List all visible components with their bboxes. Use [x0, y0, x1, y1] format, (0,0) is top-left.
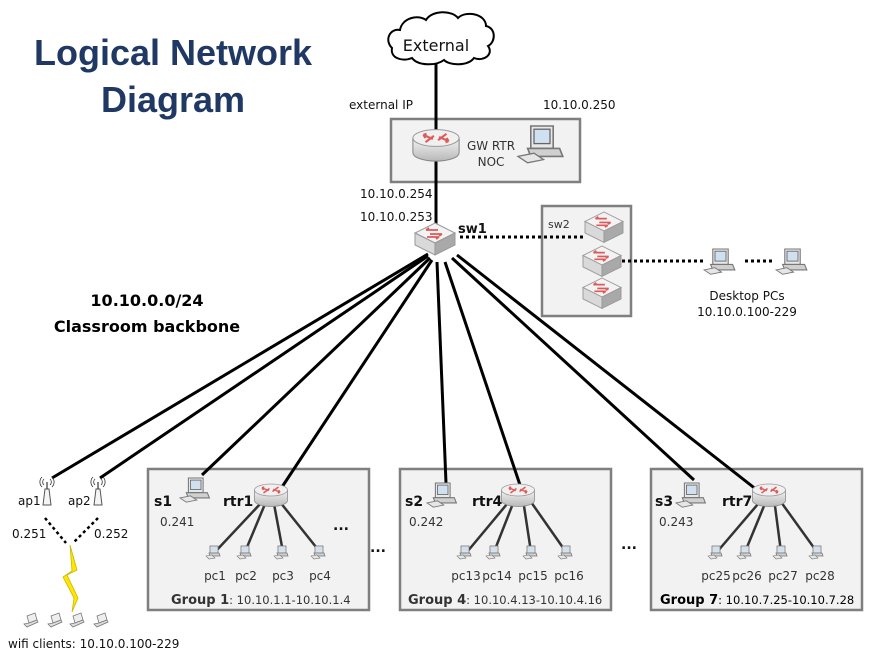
- group-1-more: ...: [333, 518, 349, 534]
- wifi-clients-label: wifi clients: 10.10.0.100-229: [8, 637, 179, 651]
- rtr4-router-icon[interactable]: [500, 483, 536, 508]
- link-s3: [450, 256, 696, 482]
- pc26-label: pc26: [732, 569, 761, 583]
- link-ap1: [51, 252, 429, 480]
- ap2-ip: 0.252: [94, 527, 128, 541]
- pc4-label: pc4: [309, 569, 331, 583]
- group-7-caption: Group 7: 10.10.7.25-10.10.7.28: [660, 593, 854, 608]
- group-4-range: : 10.10.4.13-10.10.4.16: [466, 593, 602, 607]
- wifi-laptop-2-icon[interactable]: [47, 612, 63, 628]
- sw1-label: sw1: [458, 222, 487, 237]
- desktop-pc-1-icon[interactable]: [703, 248, 736, 275]
- desktop-pc-2-icon[interactable]: [775, 248, 808, 275]
- rtr7-label: rtr7: [722, 494, 752, 510]
- s3-label: s3: [655, 494, 673, 510]
- group-1-range: : 10.10.1.1-10.10.1.4: [229, 593, 350, 607]
- desktops-label: Desktop PCs: [709, 289, 784, 303]
- pc2-label: pc2: [235, 569, 257, 583]
- group-4: s2 0.242 rtr4 pc13 pc14 pc15 pc16 Group …: [405, 482, 602, 608]
- pc27-label: pc27: [768, 569, 797, 583]
- backbone-links: [51, 252, 758, 492]
- backbone-subnet: 10.10.0.0/24: [90, 291, 203, 310]
- ap2-icon[interactable]: [90, 476, 106, 506]
- pc14-label: pc14: [482, 569, 511, 583]
- backbone-name: Classroom backbone: [54, 317, 240, 336]
- rtr4-label: rtr4: [472, 494, 503, 510]
- rtr7-router-icon[interactable]: [751, 483, 787, 508]
- wifi-laptop-1-icon[interactable]: [23, 612, 39, 628]
- link-s1: [200, 256, 432, 477]
- s1-ip: 0.241: [160, 515, 194, 529]
- external-cloud: External: [387, 11, 495, 66]
- link-rtr4: [443, 261, 522, 486]
- group-1: s1 0.241 rtr1 ... pc1 pc2 pc3 pc4 Group …: [154, 477, 351, 608]
- external-ip-label: external IP: [349, 98, 413, 112]
- ap2-label: ap2: [68, 494, 91, 508]
- link-ap2: [99, 254, 429, 480]
- desktops-range: 10.10.0.100-229: [697, 305, 797, 319]
- ap1-icon[interactable]: [39, 476, 55, 506]
- link-rtr7: [456, 253, 758, 492]
- ap1-wifi-link: [44, 517, 67, 544]
- group-1-caption: Group 1: 10.10.1.1-10.10.1.4: [171, 593, 351, 608]
- sw1-ip: 10.10.0.253: [360, 210, 433, 224]
- sw2-label: sw2: [548, 218, 570, 231]
- sw1-switch-icon[interactable]: [414, 222, 456, 256]
- gateway-inside-ip: 10.10.0.254: [360, 187, 433, 201]
- wifi-lightning-icon: [62, 544, 79, 613]
- ap1-ip: 0.251: [12, 527, 46, 541]
- external-label: External: [403, 36, 469, 55]
- group-7-name: Group 7: [660, 593, 718, 608]
- group-1-name: Group 1: [171, 593, 229, 608]
- rtr1-label: rtr1: [223, 494, 253, 510]
- pc1-label: pc1: [204, 569, 226, 583]
- s2-label: s2: [405, 494, 423, 510]
- pc16-label: pc16: [554, 569, 583, 583]
- noc-label: NOC: [478, 155, 505, 169]
- pc3-label: pc3: [272, 569, 294, 583]
- group-4-name: Group 4: [408, 593, 466, 608]
- gateway-label: GW RTR: [467, 139, 515, 153]
- ellipsis-2: ...: [621, 537, 637, 553]
- pc13-label: pc13: [451, 569, 480, 583]
- title-line-2: Diagram: [101, 79, 245, 120]
- wifi-laptop-3-icon[interactable]: [69, 612, 85, 628]
- pc15-label: pc15: [518, 569, 547, 583]
- rtr1-router-icon[interactable]: [253, 483, 289, 508]
- group-7-range: : 10.10.7.25-10.10.7.28: [718, 593, 854, 607]
- group-7: s3 0.243 rtr7 pc25 pc26 pc27 pc28 Group …: [655, 482, 854, 608]
- link-rtr1: [280, 259, 434, 488]
- ap1-label: ap1: [18, 494, 41, 508]
- gateway-router-icon[interactable]: [411, 128, 461, 163]
- s2-ip: 0.242: [409, 515, 443, 529]
- s1-label: s1: [154, 494, 172, 510]
- wifi-laptop-4-icon[interactable]: [93, 612, 109, 628]
- ellipsis-1: ...: [370, 540, 386, 556]
- noc-ip: 10.10.0.250: [543, 98, 616, 112]
- title-line-1: Logical Network: [34, 32, 313, 73]
- pc28-label: pc28: [805, 569, 834, 583]
- link-s2: [435, 261, 448, 484]
- group-4-caption: Group 4: 10.10.4.13-10.10.4.16: [408, 593, 602, 608]
- s3-ip: 0.243: [659, 515, 693, 529]
- pc25-label: pc25: [701, 569, 730, 583]
